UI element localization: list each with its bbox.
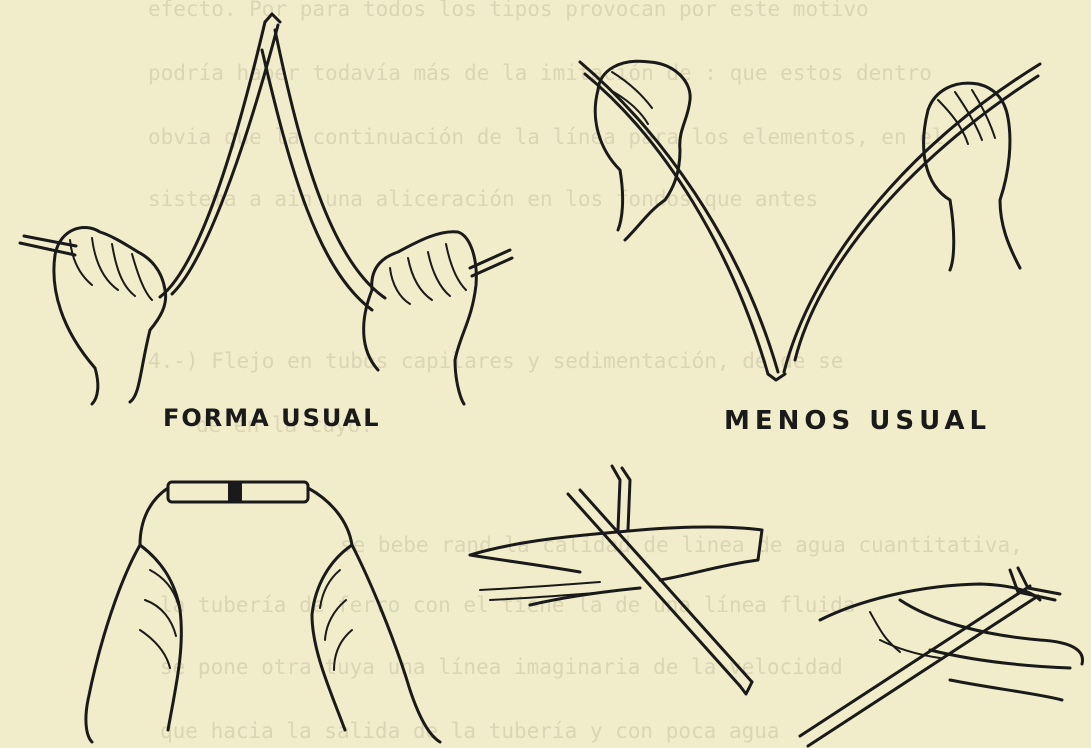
figure-crossed-rods xyxy=(470,466,1083,746)
caption-less-usual: MENOS USUAL xyxy=(724,406,991,436)
caption-usual-form: FORMA USUAL xyxy=(163,404,380,432)
figure-forked-rod-v xyxy=(580,61,1040,380)
figure-forked-rod-inverted-v xyxy=(20,14,512,404)
figure-rod-between-fingertips xyxy=(86,482,440,742)
